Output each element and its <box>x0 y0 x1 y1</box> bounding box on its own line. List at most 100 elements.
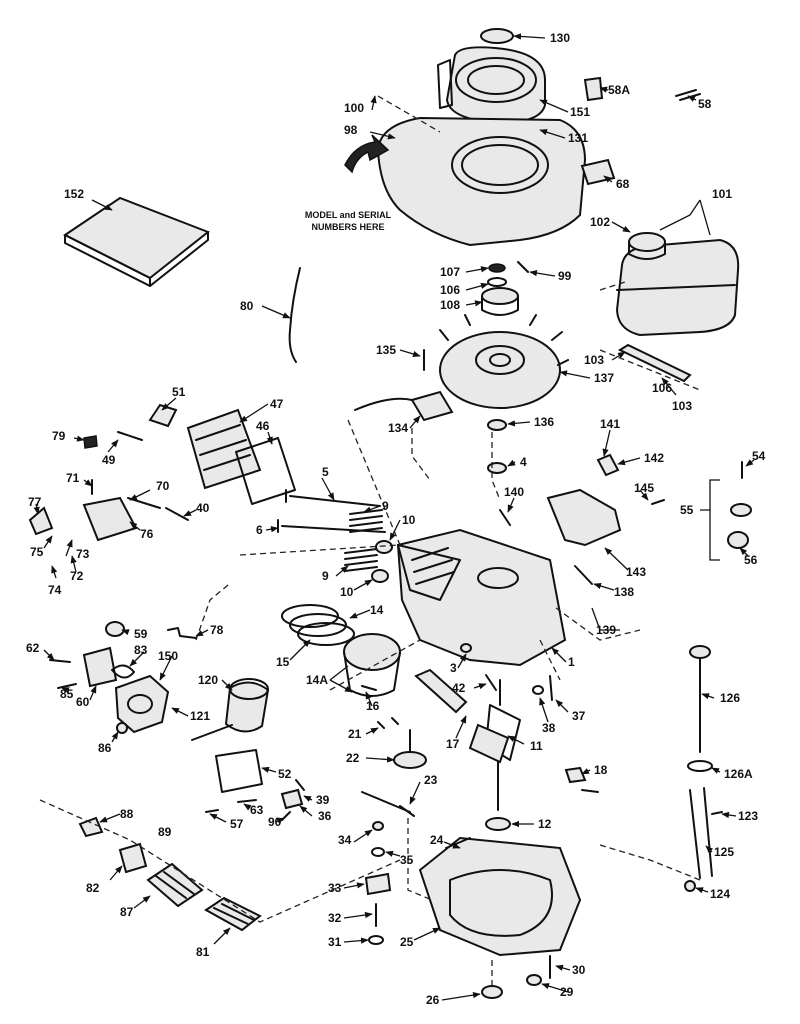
label-22: 22 <box>346 751 360 765</box>
label-145: 145 <box>634 481 654 495</box>
part-85 <box>57 683 77 689</box>
part-46 <box>235 437 296 505</box>
part-145 <box>651 499 665 505</box>
part-connecting-rod <box>414 668 468 714</box>
part-82 <box>118 842 148 874</box>
label-54: 54 <box>752 449 766 463</box>
label-30: 30 <box>572 963 586 977</box>
label-88: 88 <box>120 807 134 821</box>
part-51 <box>148 403 178 428</box>
label-106-fuel: 106 <box>652 381 672 395</box>
label-138: 138 <box>614 585 634 599</box>
label-29: 29 <box>560 985 574 999</box>
label-55: 55 <box>680 503 694 517</box>
part-130 <box>480 28 514 44</box>
part-137 <box>439 314 569 409</box>
part-42 <box>485 674 497 691</box>
label-83: 83 <box>134 643 148 657</box>
part-58a <box>583 76 604 102</box>
label-51: 51 <box>172 385 186 399</box>
label-15: 15 <box>276 655 290 669</box>
label-47: 47 <box>270 397 284 411</box>
label-4: 4 <box>520 455 527 469</box>
label-140: 140 <box>504 485 524 499</box>
label-79: 79 <box>52 429 66 443</box>
part-9-lower <box>344 548 378 572</box>
label-9-lower: 9 <box>322 569 329 583</box>
label-58a: 58A <box>608 83 630 97</box>
part-102 <box>628 232 666 260</box>
part-98 <box>344 116 587 247</box>
part-58 <box>675 89 701 101</box>
label-87: 87 <box>120 905 134 919</box>
label-137: 137 <box>594 371 614 385</box>
label-39: 39 <box>316 793 330 807</box>
part-138 <box>574 565 593 585</box>
label-56: 56 <box>744 553 758 567</box>
part-5 <box>285 489 381 507</box>
part-108 <box>481 287 519 316</box>
label-3: 3 <box>450 661 457 675</box>
label-68: 68 <box>616 177 630 191</box>
part-59 <box>105 621 125 637</box>
label-124: 124 <box>710 887 730 901</box>
label-1: 1 <box>568 655 575 669</box>
label-63: 63 <box>250 803 264 817</box>
part-77 <box>28 506 54 536</box>
label-152: 152 <box>64 187 84 201</box>
label-103-lower: 103 <box>672 399 692 413</box>
label-141: 141 <box>600 417 620 431</box>
label-76: 76 <box>140 527 154 541</box>
part-36 <box>280 788 304 810</box>
label-126a: 126A <box>724 767 753 781</box>
label-11: 11 <box>530 739 543 753</box>
part-9-upper <box>349 509 383 533</box>
part-151 <box>437 46 546 124</box>
part-126 <box>689 645 711 753</box>
part-70 <box>127 497 161 509</box>
part-40 <box>165 507 189 521</box>
part-88 <box>78 816 104 838</box>
part-57 <box>205 809 219 813</box>
label-75: 75 <box>30 545 44 559</box>
label-16: 16 <box>366 699 380 713</box>
part-11 <box>468 679 521 811</box>
serial-note: MODEL and SERIAL NUMBERS HERE <box>305 210 392 232</box>
label-14a: 14A <box>306 673 328 687</box>
part-labels: 130 58A 58 151 100 131 98 68 152 101 102… <box>26 31 766 1007</box>
label-32: 32 <box>328 911 342 925</box>
label-98: 98 <box>344 123 358 137</box>
label-17-left: 17 <box>446 737 460 751</box>
label-99: 99 <box>558 269 572 283</box>
label-9-upper: 9 <box>382 499 389 513</box>
part-55-disc <box>730 503 752 517</box>
label-89: 89 <box>158 825 172 839</box>
leader-lines <box>33 33 755 1001</box>
part-150 <box>114 674 170 734</box>
part-4 <box>487 462 507 474</box>
label-123: 123 <box>738 809 758 823</box>
label-82: 82 <box>86 881 100 895</box>
part-79 <box>83 435 98 449</box>
label-12: 12 <box>538 817 552 831</box>
label-102: 102 <box>590 215 610 229</box>
part-16 <box>361 685 377 691</box>
part-121 <box>191 724 233 741</box>
part-52 <box>215 749 263 793</box>
label-151: 151 <box>570 105 590 119</box>
label-101: 101 <box>712 187 732 201</box>
label-126: 126 <box>720 691 740 705</box>
label-10-lower: 10 <box>340 585 354 599</box>
label-90: 90 <box>268 815 282 829</box>
part-152 <box>63 196 210 287</box>
part-142 <box>596 453 620 477</box>
label-135: 135 <box>376 343 396 357</box>
part-143 <box>546 488 622 547</box>
label-142: 142 <box>644 451 664 465</box>
label-86: 86 <box>98 741 112 755</box>
part-47 <box>186 408 262 490</box>
assembly-lines <box>39 95 701 985</box>
label-143: 143 <box>626 565 646 579</box>
part-134 <box>354 390 454 422</box>
